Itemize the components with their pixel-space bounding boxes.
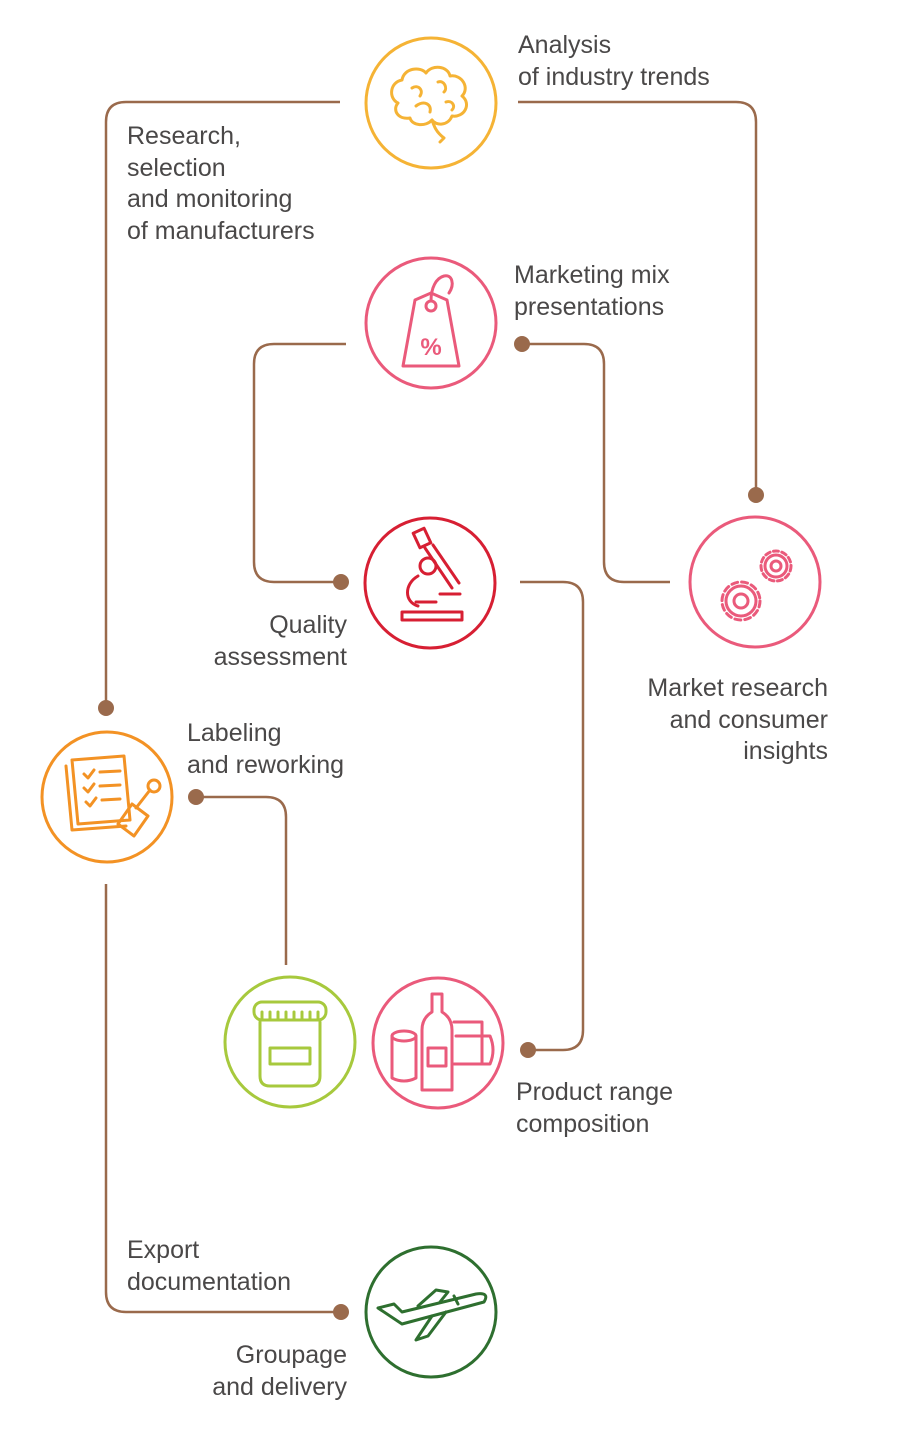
node-jar [223, 975, 357, 1109]
documents-stamp-icon [64, 754, 162, 838]
label-line: Research, [127, 122, 241, 150]
connector-dot [333, 574, 349, 590]
label-line: of manufacturers [127, 216, 315, 245]
label-quality: Quality assessment [214, 610, 347, 673]
connector-dot [188, 789, 204, 805]
label-line: and monitoring [127, 185, 293, 213]
marketing-circle [364, 256, 498, 390]
market-research-circle [688, 515, 822, 649]
connector-marketing-market-research [522, 342, 670, 584]
node-trends [364, 36, 498, 170]
products-icon [390, 992, 495, 1092]
label-line: of industry trends [518, 62, 710, 91]
connector-dot [98, 700, 114, 716]
label-line: Marketing mix [514, 261, 670, 289]
connector-marketing-quality [252, 342, 346, 584]
connector-trends-market-research [518, 100, 758, 495]
product-range-circle [371, 976, 505, 1110]
label-line: Analysis [518, 31, 612, 59]
label-line: and delivery [212, 1372, 347, 1401]
node-market-research [688, 515, 822, 649]
node-quality [363, 516, 497, 650]
label-market-research: Market research and consumer insights [647, 673, 828, 768]
label-line: composition [516, 1109, 650, 1138]
microscope-icon [400, 526, 464, 622]
label-line: insights [743, 737, 828, 765]
connector-dot [520, 1042, 536, 1058]
label-line: assessment [213, 642, 347, 671]
connector-dot [748, 487, 764, 503]
connector-dot [514, 336, 530, 352]
price-tag-icon: % [401, 274, 461, 368]
label-line: Market research [647, 674, 828, 702]
brain-icon [390, 65, 468, 144]
node-marketing: % [364, 256, 498, 390]
label-delivery: Groupage and delivery [212, 1340, 347, 1403]
label-line: Groupage [235, 1341, 347, 1369]
jar-circle [223, 975, 357, 1109]
gears-icon [720, 549, 793, 622]
trends-circle [364, 36, 498, 170]
connector-labeling-export [104, 884, 340, 1314]
node-product-range [371, 976, 505, 1110]
label-labeling: Labeling and reworking [187, 718, 344, 781]
airplane-icon [376, 1288, 488, 1342]
connector-quality-product-range [520, 580, 585, 1052]
label-line: Labeling [187, 719, 282, 747]
label-marketing: Marketing mix presentations [514, 260, 670, 323]
quality-circle [363, 516, 497, 650]
label-research: Research, selection and monitoring of ma… [127, 121, 315, 247]
label-line: Quality [269, 611, 347, 639]
connectors [104, 100, 758, 1314]
delivery-circle [364, 1245, 498, 1379]
node-delivery [364, 1245, 498, 1379]
labeling-circle [40, 730, 174, 864]
connector-dots [98, 336, 764, 1320]
svg-text:%: % [420, 334, 441, 361]
jar-icon [252, 1000, 328, 1088]
connector-labeling-jar [196, 795, 288, 965]
label-line: and reworking [187, 750, 345, 779]
label-line: Product range [516, 1078, 674, 1106]
label-line: Export [127, 1236, 200, 1264]
label-product-range: Product range composition [516, 1077, 673, 1140]
label-line: and consumer [669, 705, 828, 734]
node-labeling [40, 730, 174, 864]
connector-research-labeling [104, 100, 340, 708]
label-export: Export documentation [127, 1235, 291, 1298]
label-line: selection [127, 153, 226, 182]
label-line: documentation [127, 1267, 292, 1296]
label-trends: Analysis of industry trends [518, 30, 710, 93]
connector-dot [333, 1304, 349, 1320]
label-line: presentations [514, 292, 665, 321]
